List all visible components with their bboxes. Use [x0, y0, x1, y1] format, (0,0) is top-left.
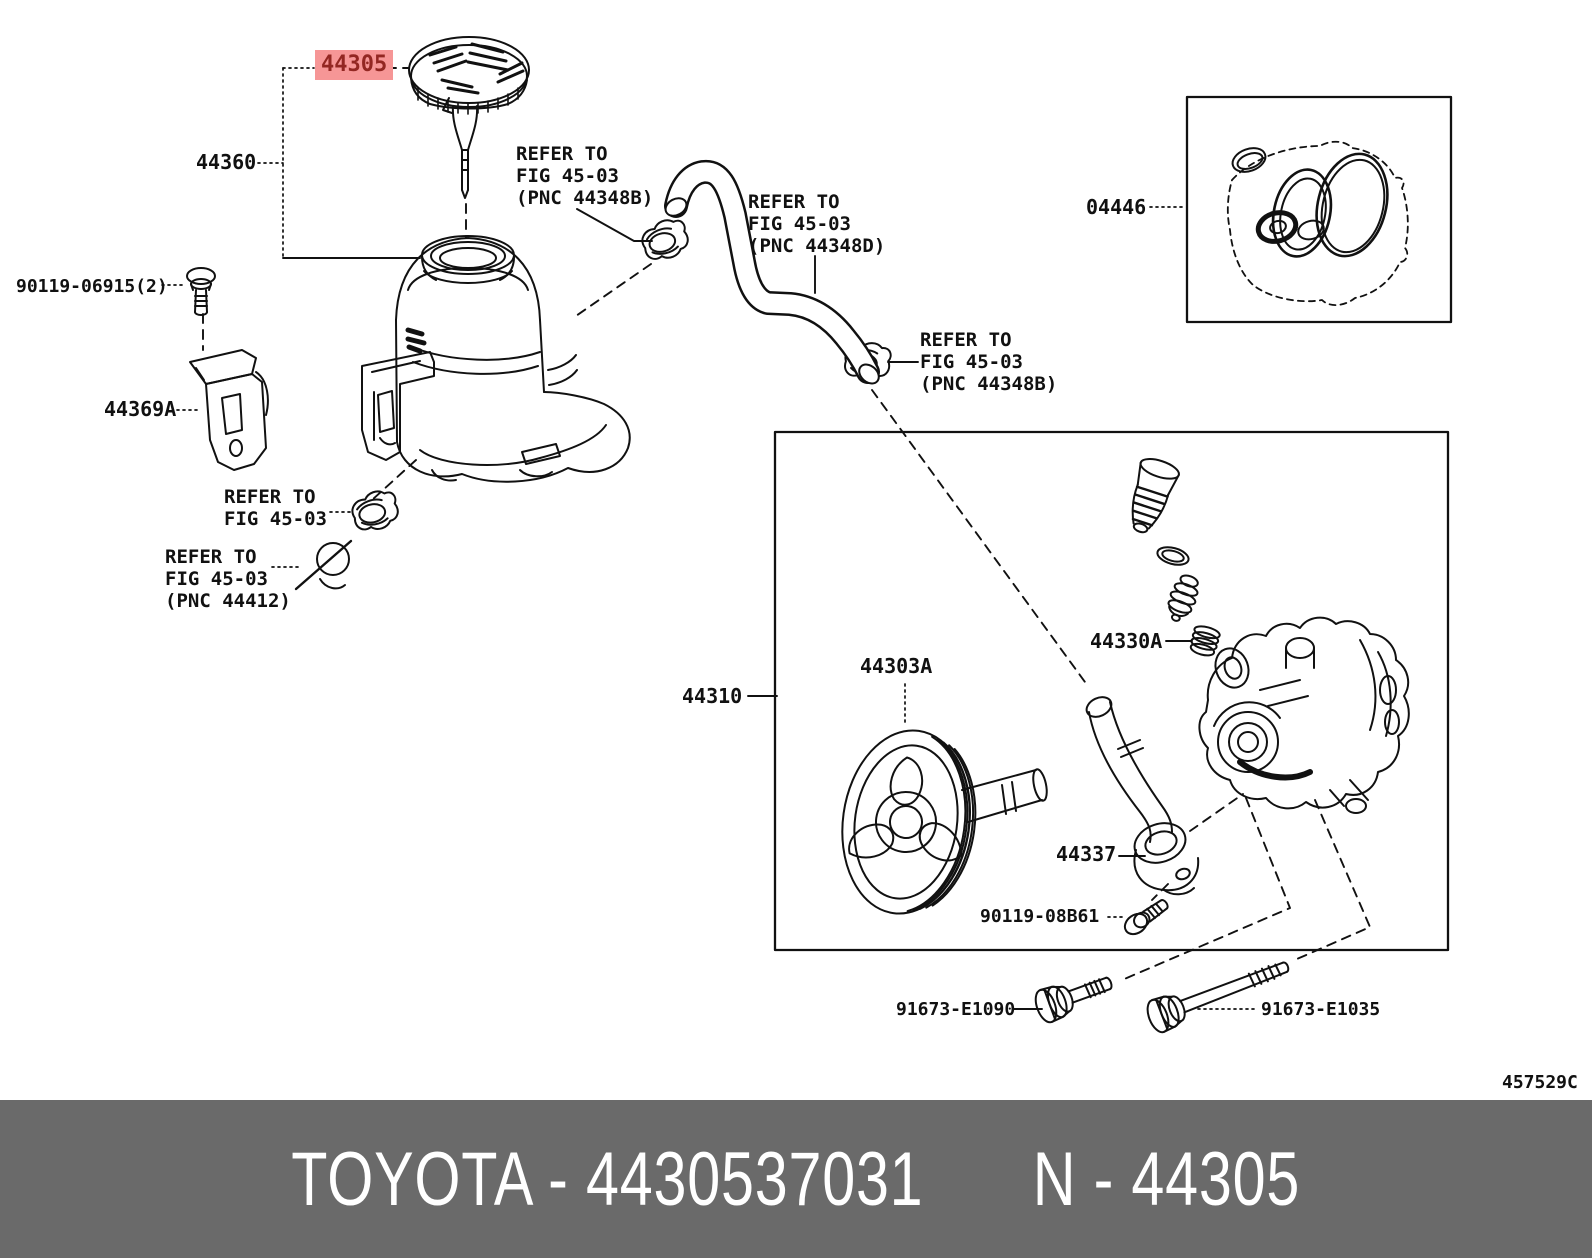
footer-text: TOYOTA - 4430537031 N - 44305 — [292, 1136, 1301, 1223]
footer-right-text: N - 44305 — [1033, 1136, 1301, 1222]
diagram-line-art — [161, 36, 1453, 1034]
reservoir-bracket-drawing — [189, 349, 269, 471]
relief-valve-drawing — [1131, 458, 1221, 657]
refer-note-cap-clamp: REFER TO FIG 45-03 (PNC 44348B) — [516, 143, 653, 209]
refer-note-line: REFER TO — [224, 486, 316, 508]
part-label-44303A[interactable]: 44303A — [860, 654, 933, 678]
refer-note-line: FIG 45-03 — [165, 568, 268, 590]
footer-bar: TOYOTA - 4430537031 N - 44305 — [0, 1100, 1592, 1258]
gasket-kit-box — [1185, 95, 1453, 324]
leader-lines-dotted — [161, 67, 1257, 1010]
refer-note-line: (PNC 44348B) — [516, 187, 654, 209]
leader-lines-dashed — [202, 67, 1371, 981]
part-label-90119-08B61[interactable]: 90119-08B61 — [980, 906, 1100, 927]
refer-note-tank-ring: REFER TO FIG 45-03 (PNC 44412) — [165, 546, 291, 612]
return-hose-drawing — [664, 159, 880, 385]
oring-44412-drawing — [294, 539, 353, 591]
union-bolt-drawing — [1123, 899, 1169, 936]
pump-assembly-box — [773, 430, 1450, 952]
refer-note-tank-clamp: REFER TO FIG 45-03 — [224, 486, 327, 530]
reservoir-cap-drawing — [408, 36, 530, 199]
bolt-e1035-drawing — [1146, 961, 1290, 1034]
refer-note-hose-top: REFER TO FIG 45-03 (PNC 44348D) — [748, 191, 885, 257]
part-label-44360[interactable]: 44360 — [196, 150, 257, 174]
part-label-04446[interactable]: 04446 — [1086, 195, 1147, 219]
refer-note-line: FIG 45-03 — [920, 351, 1023, 373]
refer-note-line: FIG 45-03 — [224, 508, 327, 530]
part-label-90119-06915[interactable]: 90119-06915(2) — [16, 276, 168, 297]
part-label-44337[interactable]: 44337 — [1056, 842, 1117, 866]
refer-note-line: REFER TO — [165, 546, 257, 568]
refer-note-hose-bottom: REFER TO FIG 45-03 (PNC 44348B) — [920, 329, 1057, 395]
suction-tube-drawing — [1085, 696, 1200, 896]
refer-note-line: REFER TO — [920, 329, 1012, 351]
part-label-91673-E1035[interactable]: 91673-E1035 — [1261, 999, 1381, 1020]
refer-note-line: (PNC 44348B) — [920, 373, 1058, 395]
reservoir-tank-drawing — [361, 235, 631, 483]
part-label-44305-highlighted[interactable]: 44305 — [315, 50, 394, 80]
part-label-44369A[interactable]: 44369A — [104, 397, 177, 421]
part-label-91673-E1090[interactable]: 91673-E1090 — [896, 999, 1016, 1020]
footer-left-text: TOYOTA - 4430537031 — [291, 1136, 924, 1222]
sheet-code: 457529C — [1502, 1072, 1578, 1093]
hose-clamp-upper — [637, 214, 693, 265]
refer-note-line: (PNC 44412) — [165, 590, 291, 612]
gasket-kit-drawing — [1226, 140, 1409, 306]
part-label-44330A[interactable]: 44330A — [1090, 629, 1163, 653]
bracket-bolt-drawing — [186, 267, 216, 316]
pump-body-drawing — [1198, 616, 1410, 814]
refer-note-line: FIG 45-03 — [516, 165, 619, 187]
refer-note-line: FIG 45-03 — [748, 213, 851, 235]
pulley-drawing — [841, 729, 1048, 915]
bolt-e1090-drawing — [1034, 976, 1113, 1024]
leader-lines-solid — [282, 208, 1193, 1010]
refer-note-line: (PNC 44348D) — [748, 235, 886, 257]
refer-note-line: REFER TO — [748, 191, 840, 213]
tank-clamp — [348, 486, 402, 535]
refer-note-line: REFER TO — [516, 143, 608, 165]
part-label-44310[interactable]: 44310 — [682, 684, 743, 708]
